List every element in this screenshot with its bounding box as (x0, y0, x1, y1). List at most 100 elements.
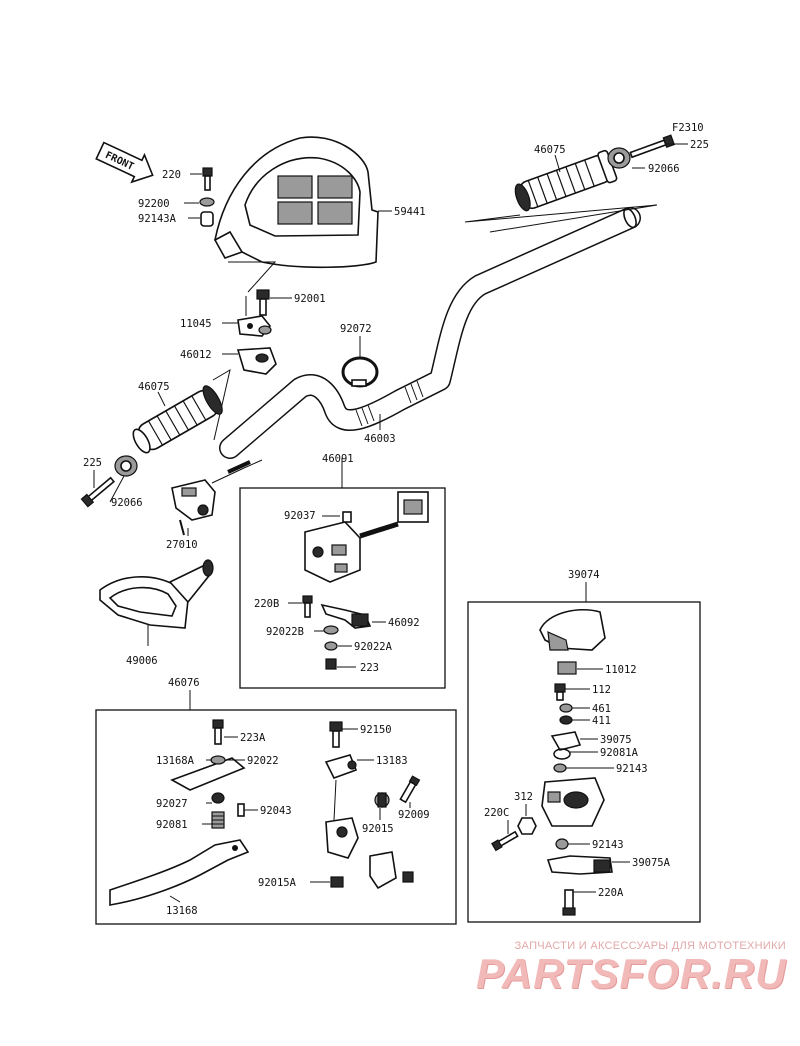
label-411: 411 (592, 715, 611, 727)
label-220c: 220C (484, 807, 509, 819)
label-46091: 46091 (322, 453, 354, 465)
label-92022b: 92022B (266, 626, 304, 638)
handlebar-46003 (219, 207, 641, 459)
bolt-92150 (329, 721, 343, 748)
screw-220b (302, 595, 313, 618)
collar-92143a (200, 211, 214, 227)
label-13168: 13168 (166, 905, 198, 917)
label-92015: 92015 (362, 823, 394, 835)
label-461: 461 (592, 703, 611, 715)
label-39075: 39075 (600, 734, 632, 746)
headlight-cover-59441 (213, 136, 379, 269)
label-223: 223 (360, 662, 379, 674)
plate-39075 (550, 731, 582, 751)
throttle-case-27010 (171, 459, 263, 536)
label-220: 220 (162, 169, 181, 181)
lever-39075a (546, 855, 613, 875)
label-225-right: 225 (690, 139, 709, 151)
label-92066-right: 92066 (648, 163, 680, 175)
washer-92022b (323, 625, 339, 635)
bolt-lower (402, 871, 414, 883)
label-92150: 92150 (360, 724, 392, 736)
label-92015a: 92015A (258, 877, 297, 889)
washer-411 (559, 715, 573, 725)
nut-92015a (330, 876, 344, 888)
label-11012: 11012 (605, 664, 637, 676)
label-92081a: 92081A (600, 747, 639, 759)
label-92009: 92009 (398, 809, 430, 821)
label-49006: 49006 (126, 655, 158, 667)
label-92001: 92001 (294, 293, 326, 305)
bolt-225-right (629, 134, 676, 159)
label-46003: 46003 (364, 433, 396, 445)
watermark-caption: ЗАПЧАСТИ И АКСЕССУАРЫ ДЛЯ МОТОТЕХНИКИ (514, 940, 786, 952)
connector-46091 (359, 491, 429, 539)
code-ref: F2310 (672, 122, 704, 134)
label-46075-right: 46075 (534, 144, 566, 156)
label-13183: 13183 (376, 755, 408, 767)
bracket-13183 (324, 754, 358, 779)
label-11045: 11045 (180, 318, 212, 330)
label-92022: 92022 (247, 755, 279, 767)
lever-13168 (109, 839, 250, 906)
pin-92043 (237, 803, 245, 817)
label-92043: 92043 (260, 805, 292, 817)
label-59441: 59441 (394, 206, 426, 218)
grip-46075-left (132, 385, 223, 454)
cover-39074 (539, 608, 606, 651)
label-225-left: 225 (83, 457, 102, 469)
label-92143-b: 92143 (592, 839, 624, 851)
bolt-92001 (256, 289, 270, 316)
clamp-92072 (341, 356, 379, 388)
label-92143-a: 92143 (616, 763, 648, 775)
holder-46012 (236, 347, 277, 375)
label-312: 312 (514, 791, 533, 803)
label-92022a: 92022A (354, 641, 393, 653)
terminal-11012 (557, 661, 577, 675)
washer-92143-b (555, 838, 569, 850)
clamp-half-92015 (369, 851, 397, 890)
spring-92081 (211, 811, 225, 829)
leader-lines (93, 143, 688, 903)
label-223a: 223A (240, 732, 266, 744)
washer-92027 (211, 792, 225, 804)
watermark-logo: PARTSFOR.RU (476, 950, 787, 997)
lever-assembly-box-46076 (95, 709, 457, 925)
front-arrow-icon: FRONT (95, 141, 154, 184)
label-13168a: 13168A (156, 755, 195, 767)
end-weight-92066-left (114, 455, 138, 477)
label-39075a: 39075A (632, 857, 671, 869)
hand-guard-49006 (99, 559, 214, 629)
clip-92037 (342, 511, 352, 523)
label-220a: 220A (598, 887, 624, 899)
nut-312 (517, 817, 537, 835)
label-46075-left: 46075 (138, 381, 170, 393)
washer-461 (559, 703, 573, 713)
label-92066-left: 92066 (111, 497, 143, 509)
bolt-220a (562, 889, 576, 916)
holder-11045 (237, 315, 272, 337)
label-220b: 220B (254, 598, 279, 610)
adjuster-92015 (374, 792, 390, 808)
label-92037: 92037 (284, 510, 316, 522)
washer-92143-a (553, 763, 567, 773)
spring-92081a (553, 748, 571, 760)
label-46076: 46076 (168, 677, 200, 689)
bracket-13168a (170, 755, 246, 791)
switch-assembly-box-39074 (467, 601, 701, 923)
switch-body-39074 (541, 777, 605, 827)
label-92200: 92200 (138, 198, 170, 210)
nut-223 (325, 658, 337, 670)
screw-112 (554, 683, 566, 701)
bolt-220 (202, 167, 213, 191)
switch-housing-46091 (304, 521, 361, 583)
bolt-92009 (399, 775, 421, 804)
watermark: ЗАПЧАСТИ И АКСЕССУАРЫ ДЛЯ МОТОТЕХНИКИ PA… (476, 940, 786, 996)
washer-92022a (324, 641, 338, 651)
label-92072: 92072 (340, 323, 372, 335)
label-112: 112 (592, 684, 611, 696)
bolt-223a (212, 719, 224, 745)
bolt-220c (491, 830, 519, 852)
label-27010: 27010 (166, 539, 198, 551)
label-46092: 46092 (388, 617, 420, 629)
